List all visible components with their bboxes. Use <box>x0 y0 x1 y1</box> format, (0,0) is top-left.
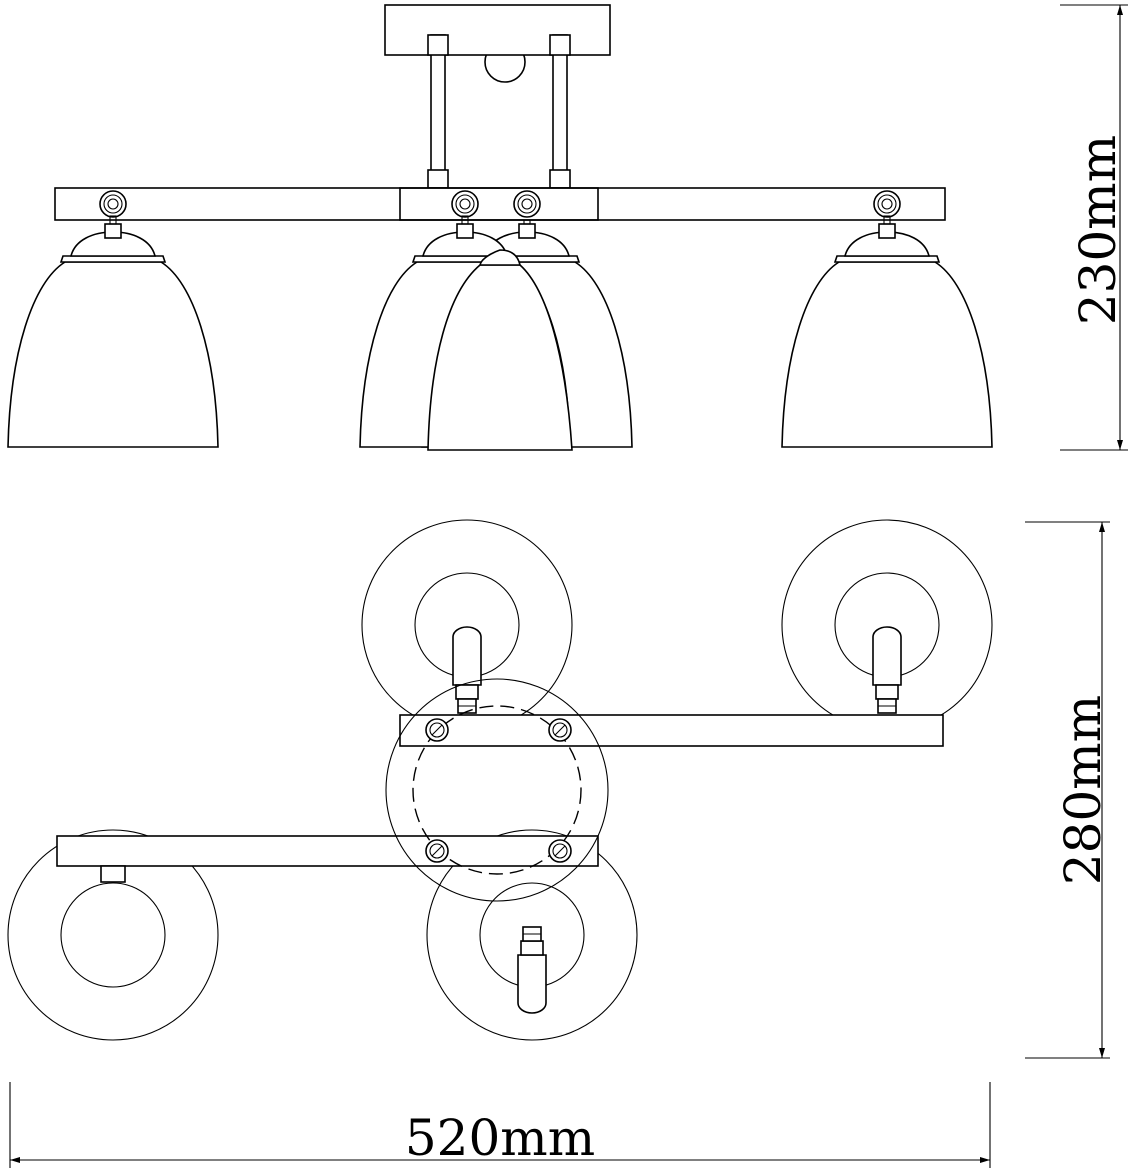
dimension-height: 230mm <box>1060 4 1128 451</box>
ceiling-plate-outline <box>412 705 582 875</box>
lower-bar <box>56 835 599 867</box>
ceiling-plate <box>384 4 611 56</box>
top-view <box>7 519 993 1041</box>
support-rods <box>427 34 571 189</box>
width-label: 520mm <box>405 1109 595 1167</box>
upper-bar <box>399 714 944 747</box>
dimension-depth: 280mm <box>1025 521 1112 1059</box>
center-ring <box>385 678 609 902</box>
shade-4 <box>781 190 993 448</box>
mounting-bar <box>54 187 946 221</box>
height-label: 230mm <box>1069 135 1127 325</box>
shade-1 <box>7 190 219 448</box>
dimension-width: 520mm <box>9 1082 991 1168</box>
depth-label: 280mm <box>1054 695 1112 885</box>
front-view <box>7 4 993 451</box>
